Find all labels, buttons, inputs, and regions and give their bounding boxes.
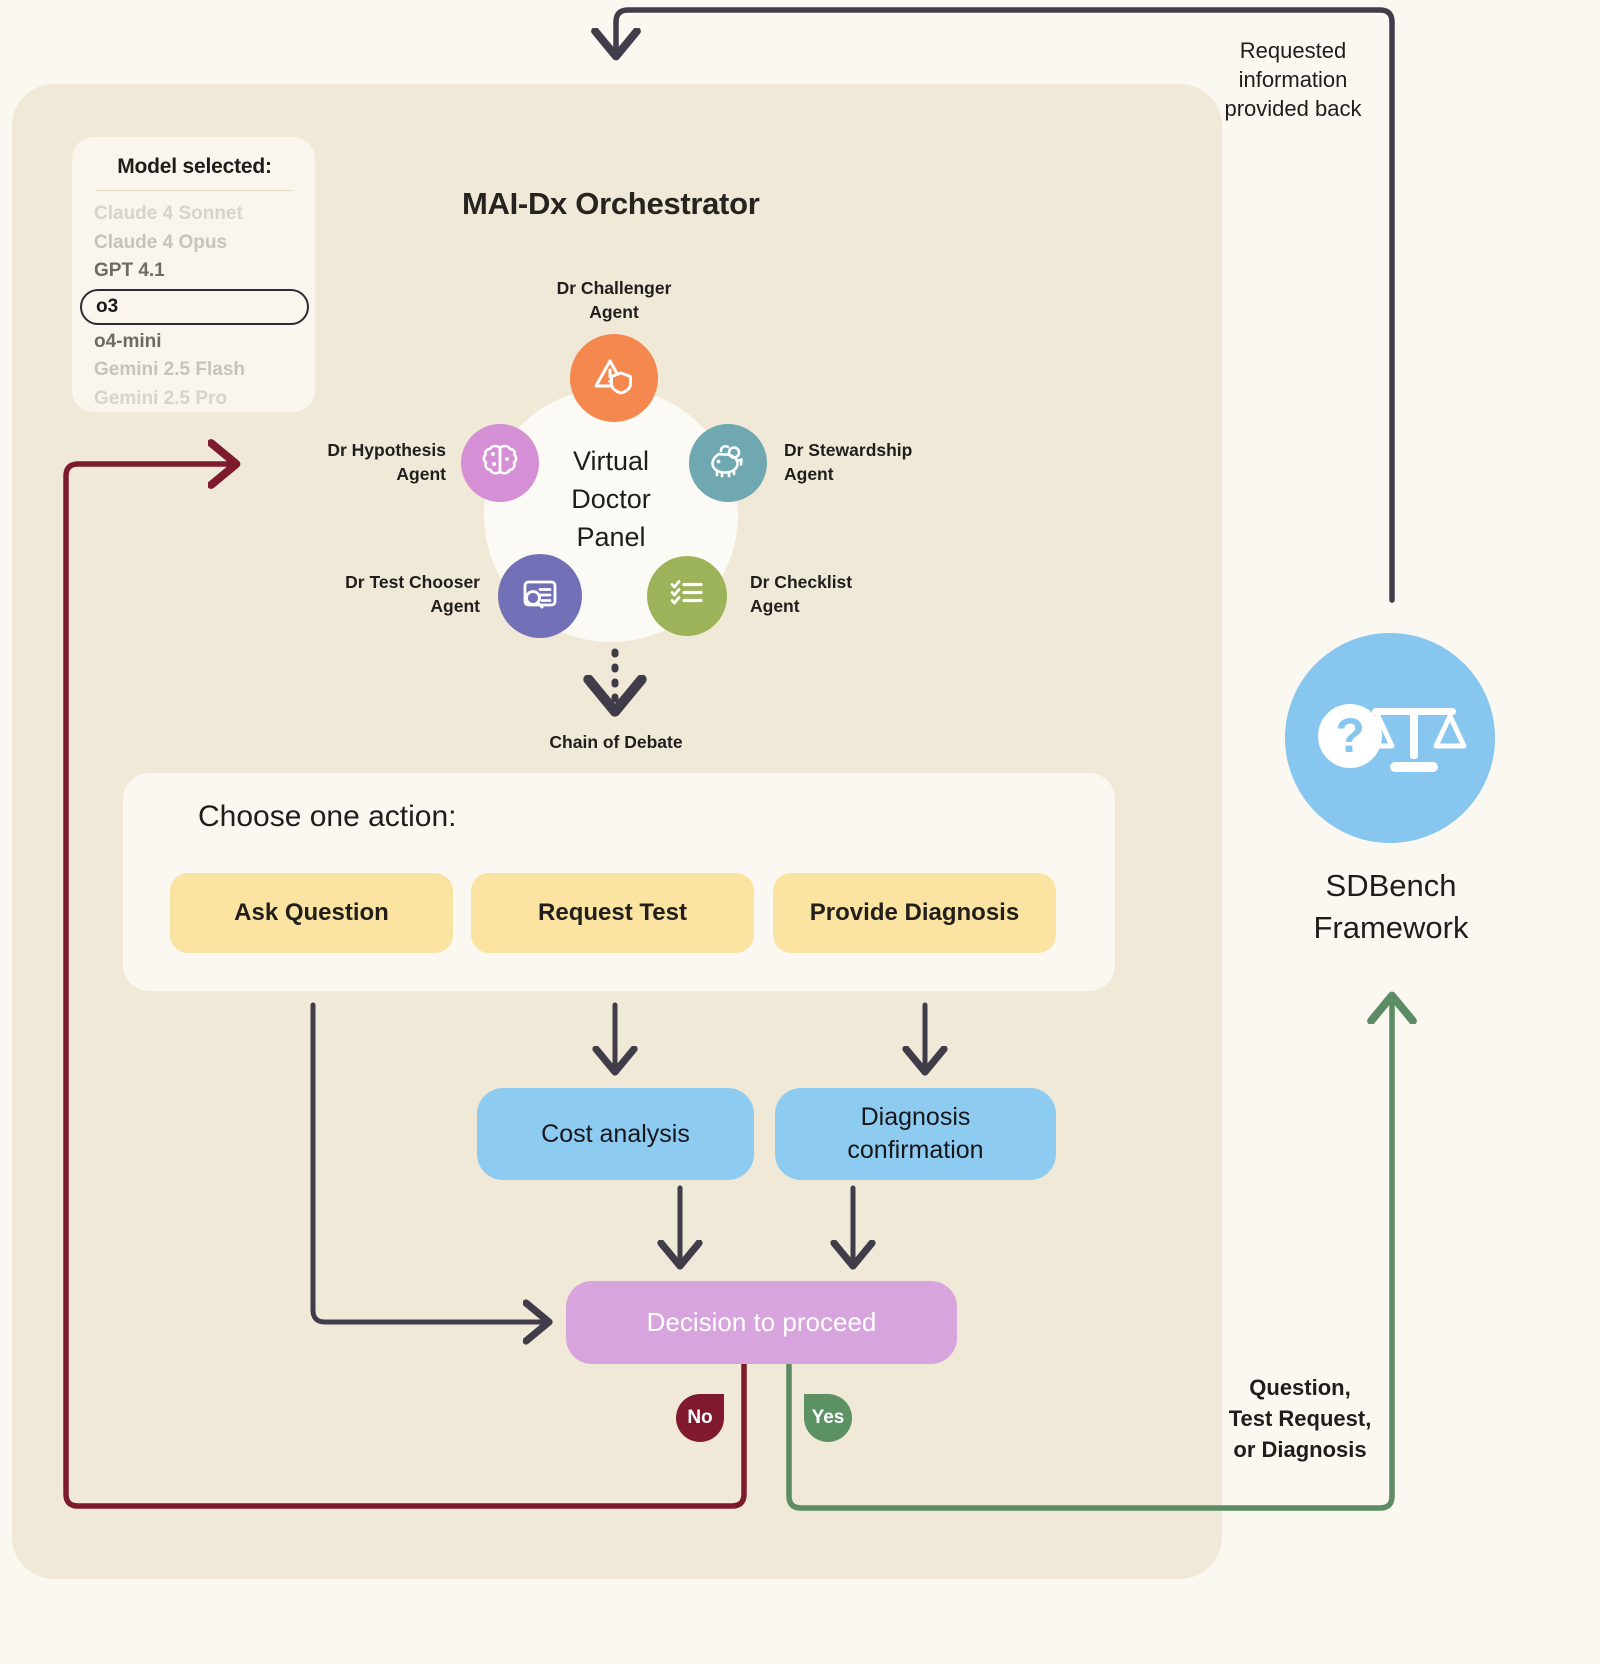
- panel-label-line-2: Doctor: [571, 484, 651, 514]
- panel-label-line-1: Virtual: [572, 446, 650, 476]
- virtual-doctor-panel-label: Virtual Doctor Panel: [484, 442, 738, 556]
- warning-shield-icon: [590, 352, 638, 405]
- decision-badge-no: No: [676, 1394, 724, 1442]
- agent-label-stewardship-line-1: Dr Stewardship: [784, 440, 913, 460]
- model-option-gpt-4-1[interactable]: GPT 4.1: [94, 260, 165, 281]
- agent-circle-checklist[interactable]: [647, 556, 727, 636]
- model-option-claude-4-opus[interactable]: Claude 4 Opus: [94, 231, 228, 253]
- svg-text:?: ?: [1335, 710, 1364, 763]
- agent-label-challenger-line-2: Agent: [589, 302, 639, 322]
- page-title: MAI-Dx Orchestrator: [462, 186, 760, 221]
- agent-label-checklist-line-2: Agent: [750, 596, 800, 616]
- panel-label-line-3: Panel: [576, 522, 646, 552]
- sdbench-label-line-2: Framework: [1313, 910, 1469, 945]
- model-selector-divider: [96, 190, 293, 191]
- annotation-requested-info: Requested information provided back: [1178, 36, 1408, 123]
- agent-circle-challenger[interactable]: [570, 334, 658, 422]
- annotation-top-line-3: provided back: [1224, 96, 1362, 121]
- model-option-gemini-2-5-pro[interactable]: Gemini 2.5 Pro: [94, 387, 228, 409]
- model-selector-title: Model selected:: [117, 155, 272, 178]
- annotation-bottom-line-3: or Diagnosis: [1233, 1437, 1367, 1462]
- chain-of-debate-label: Chain of Debate: [549, 732, 683, 752]
- agent-label-hypothesis-line-2: Agent: [396, 464, 446, 484]
- agent-label-checklist: Dr Checklist Agent: [750, 570, 990, 618]
- agent-label-test-chooser: Dr Test Chooser Agent: [228, 570, 480, 618]
- question-scales-icon: ?: [1310, 686, 1470, 791]
- decision-badge-yes: Yes: [804, 1394, 852, 1442]
- action-selection-title: Choose one action:: [198, 800, 457, 833]
- annotation-bottom-line-2: Test Request,: [1228, 1406, 1372, 1431]
- model-option-gemini-2-5-flash[interactable]: Gemini 2.5 Flash: [94, 359, 245, 380]
- test-search-icon: [517, 571, 563, 622]
- agent-label-challenger: Dr Challenger Agent: [474, 276, 754, 324]
- action-chip-provide-diagnosis[interactable]: Provide Diagnosis: [773, 873, 1056, 953]
- diagnosis-confirmation-line-2: confirmation: [847, 1136, 984, 1164]
- action-chip-request-test[interactable]: Request Test: [471, 873, 754, 953]
- agent-label-test-chooser-line-1: Dr Test Chooser: [345, 572, 480, 592]
- decision-box[interactable]: Decision to proceed: [566, 1281, 957, 1364]
- agent-circle-test-chooser[interactable]: [498, 554, 582, 638]
- action-chip-ask-question[interactable]: Ask Question: [170, 873, 453, 953]
- model-option-o4-mini[interactable]: o4-mini: [94, 330, 162, 352]
- agent-circle-hypothesis[interactable]: [461, 424, 539, 502]
- model-option-o3-selected[interactable]: o3: [80, 288, 309, 325]
- model-selector-card[interactable]: Model selected: Claude 4 Sonnet Claude 4…: [72, 137, 315, 412]
- checklist-icon: [665, 572, 709, 621]
- agent-label-stewardship: Dr Stewardship Agent: [784, 438, 1034, 486]
- agent-label-stewardship-line-2: Agent: [784, 464, 834, 484]
- annotation-output-types: Question, Test Request, or Diagnosis: [1185, 1372, 1415, 1465]
- agent-label-hypothesis: Dr Hypothesis Agent: [200, 438, 446, 486]
- sdbench-label: SDBench Framework: [1260, 865, 1522, 949]
- agent-label-hypothesis-line-1: Dr Hypothesis: [327, 440, 446, 460]
- agent-label-checklist-line-1: Dr Checklist: [750, 572, 853, 592]
- agent-label-challenger-line-1: Dr Challenger: [556, 278, 672, 298]
- sdbench-label-line-1: SDBench: [1325, 868, 1457, 903]
- process-box-cost-analysis[interactable]: Cost analysis: [477, 1088, 754, 1180]
- piggy-bank-icon: [706, 439, 750, 488]
- brain-icon: [478, 439, 522, 488]
- process-box-diagnosis-confirmation[interactable]: Diagnosis confirmation: [775, 1088, 1056, 1180]
- model-option-claude-4-sonnet[interactable]: Claude 4 Sonnet: [94, 203, 243, 224]
- annotation-top-line-2: information: [1238, 67, 1348, 92]
- annotation-bottom-line-1: Question,: [1249, 1375, 1351, 1400]
- agent-label-test-chooser-line-2: Agent: [430, 596, 480, 616]
- agent-circle-stewardship[interactable]: [689, 424, 767, 502]
- diagnosis-confirmation-line-1: Diagnosis: [860, 1103, 971, 1131]
- sdbench-icon-circle[interactable]: ?: [1285, 633, 1495, 843]
- annotation-top-line-1: Requested: [1239, 38, 1347, 63]
